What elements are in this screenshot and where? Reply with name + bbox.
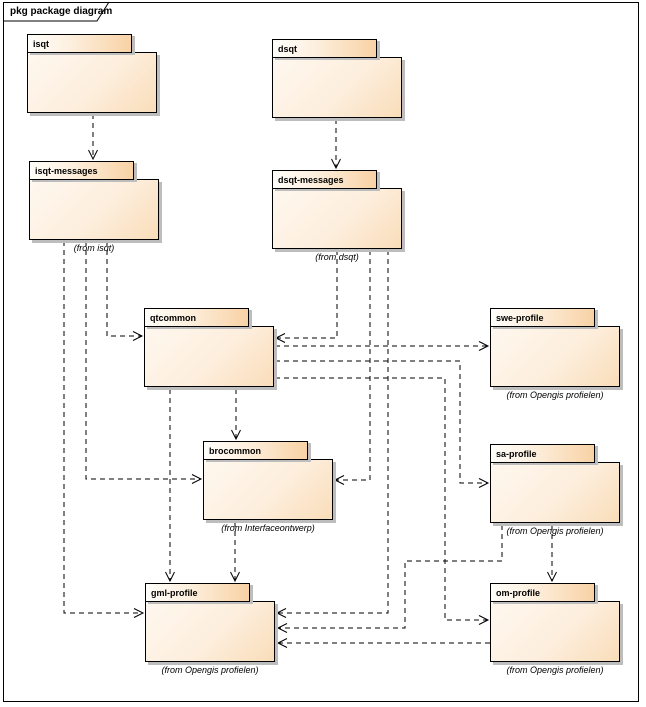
package-name-label: sa-profile [496, 448, 537, 459]
dependency-arrowhead-isqt-to-isqt-messages [88, 149, 98, 161]
package-name-label: isqt-messages [35, 165, 98, 176]
package-body-isqt-messages[interactable] [29, 179, 159, 240]
package-name-label: qtcommon [150, 312, 196, 323]
dependency-isqt-messages-to-brocommon [85, 241, 201, 480]
dependency-isqt-messages-to-gml-profile [63, 241, 143, 614]
package-tab-brocommon[interactable]: brocommon [203, 441, 308, 460]
package-tab-dsqt-messages[interactable]: dsqt-messages [272, 170, 377, 189]
package-qtcommon[interactable]: qtcommon [144, 308, 274, 387]
dependency-arrowhead-sa-profile-to-gml-profile [276, 623, 288, 633]
dependency-arrowhead-qtcommon-to-swe-profile [478, 341, 490, 351]
dependency-sa-profile-to-gml-profile [278, 525, 503, 629]
package-tab-swe-profile[interactable]: swe-profile [490, 308, 595, 327]
diagram-frame [3, 2, 639, 702]
from-label-swe-profile: (from Opengis profielen) [506, 390, 604, 400]
package-tab-om-profile[interactable]: om-profile [490, 583, 595, 602]
package-name-label: brocommon [209, 445, 262, 456]
dependency-arrowhead-dsqt-messages-to-qtcommon [274, 333, 286, 343]
dependency-arrowhead-qtcommon-to-sa-profile [478, 478, 490, 488]
from-label-sa-profile: (from Opengis profielen) [506, 526, 604, 536]
package-brocommon[interactable]: brocommon [203, 441, 333, 520]
dependency-dsqt-messages-to-brocommon [335, 250, 371, 481]
package-isqt-messages[interactable]: isqt-messages [29, 161, 159, 240]
package-body-isqt[interactable] [27, 52, 157, 113]
dependency-arrowhead-isqt-messages-to-qtcommon [132, 331, 144, 341]
dependency-arrowhead-isqt-messages-to-gml-profile [133, 608, 145, 618]
package-tab-qtcommon[interactable]: qtcommon [144, 308, 249, 327]
from-label-om-profile: (from Opengis profielen) [506, 665, 604, 675]
package-name-label: dsqt [278, 43, 297, 54]
dependency-arrowhead-qtcommon-to-brocommon [231, 429, 241, 441]
dependency-arrowhead-dsqt-to-dsqt-messages [331, 158, 341, 170]
package-body-dsqt-messages[interactable] [272, 188, 402, 249]
package-name-label: gml-profile [151, 587, 198, 598]
package-tab-isqt[interactable]: isqt [27, 34, 132, 53]
package-sa-profile[interactable]: sa-profile [490, 444, 620, 523]
from-label-dsqt-messages: (from dsqt) [315, 252, 359, 262]
dependency-dsqt-messages-to-qtcommon [276, 250, 338, 339]
package-body-swe-profile[interactable] [490, 326, 620, 387]
package-body-om-profile[interactable] [490, 601, 620, 662]
diagram-title: pkg package diagram [10, 6, 113, 17]
package-tab-dsqt[interactable]: dsqt [272, 39, 377, 58]
dependency-arrowhead-qtcommon-to-om-profile [478, 615, 490, 625]
package-name-label: dsqt-messages [278, 174, 344, 185]
frame-title-tab-outline [3, 1, 110, 22]
package-gml-profile[interactable]: gml-profile [145, 583, 275, 662]
package-name-label: isqt [33, 38, 50, 49]
package-tab-isqt-messages[interactable]: isqt-messages [29, 161, 134, 180]
package-swe-profile[interactable]: swe-profile [490, 308, 620, 387]
package-isqt[interactable]: isqt [27, 34, 157, 113]
from-label-isqt-messages: (from isqt) [73, 243, 115, 253]
package-name-label: om-profile [496, 587, 540, 598]
package-dsqt[interactable]: dsqt [272, 39, 402, 118]
dependency-qtcommon-to-sa-profile [275, 360, 488, 484]
dependency-arrowhead-brocommon-to-gml-profile [230, 571, 240, 583]
dependency-arrowhead-qtcommon-to-gml-profile [165, 571, 175, 583]
dependency-arrowhead-sa-profile-to-om-profile [547, 571, 557, 583]
package-body-sa-profile[interactable] [490, 462, 620, 523]
from-label-gml-profile: (from Opengis profielen) [161, 665, 259, 675]
package-dsqt-messages[interactable]: dsqt-messages [272, 170, 402, 249]
dependency-qtcommon-to-om-profile [275, 377, 488, 621]
dependency-arrowhead-dsqt-messages-to-brocommon [333, 475, 345, 485]
package-om-profile[interactable]: om-profile [490, 583, 620, 662]
dependency-isqt-messages-to-qtcommon [106, 241, 142, 337]
dependency-arrowhead-dsqt-messages-to-gml-profile [275, 608, 287, 618]
from-label-brocommon: (from Interfaceontwerp) [221, 523, 315, 533]
package-body-brocommon[interactable] [203, 459, 333, 520]
package-body-gml-profile[interactable] [145, 601, 275, 662]
package-body-qtcommon[interactable] [144, 326, 274, 387]
dependency-arrowhead-om-profile-to-gml-profile [276, 638, 288, 648]
package-tab-sa-profile[interactable]: sa-profile [490, 444, 595, 463]
package-name-label: swe-profile [496, 312, 544, 323]
dependency-dsqt-messages-to-gml-profile [277, 250, 389, 614]
package-body-dsqt[interactable] [272, 57, 402, 118]
package-tab-gml-profile[interactable]: gml-profile [145, 583, 250, 602]
dependency-arrowhead-isqt-messages-to-brocommon [191, 474, 203, 484]
